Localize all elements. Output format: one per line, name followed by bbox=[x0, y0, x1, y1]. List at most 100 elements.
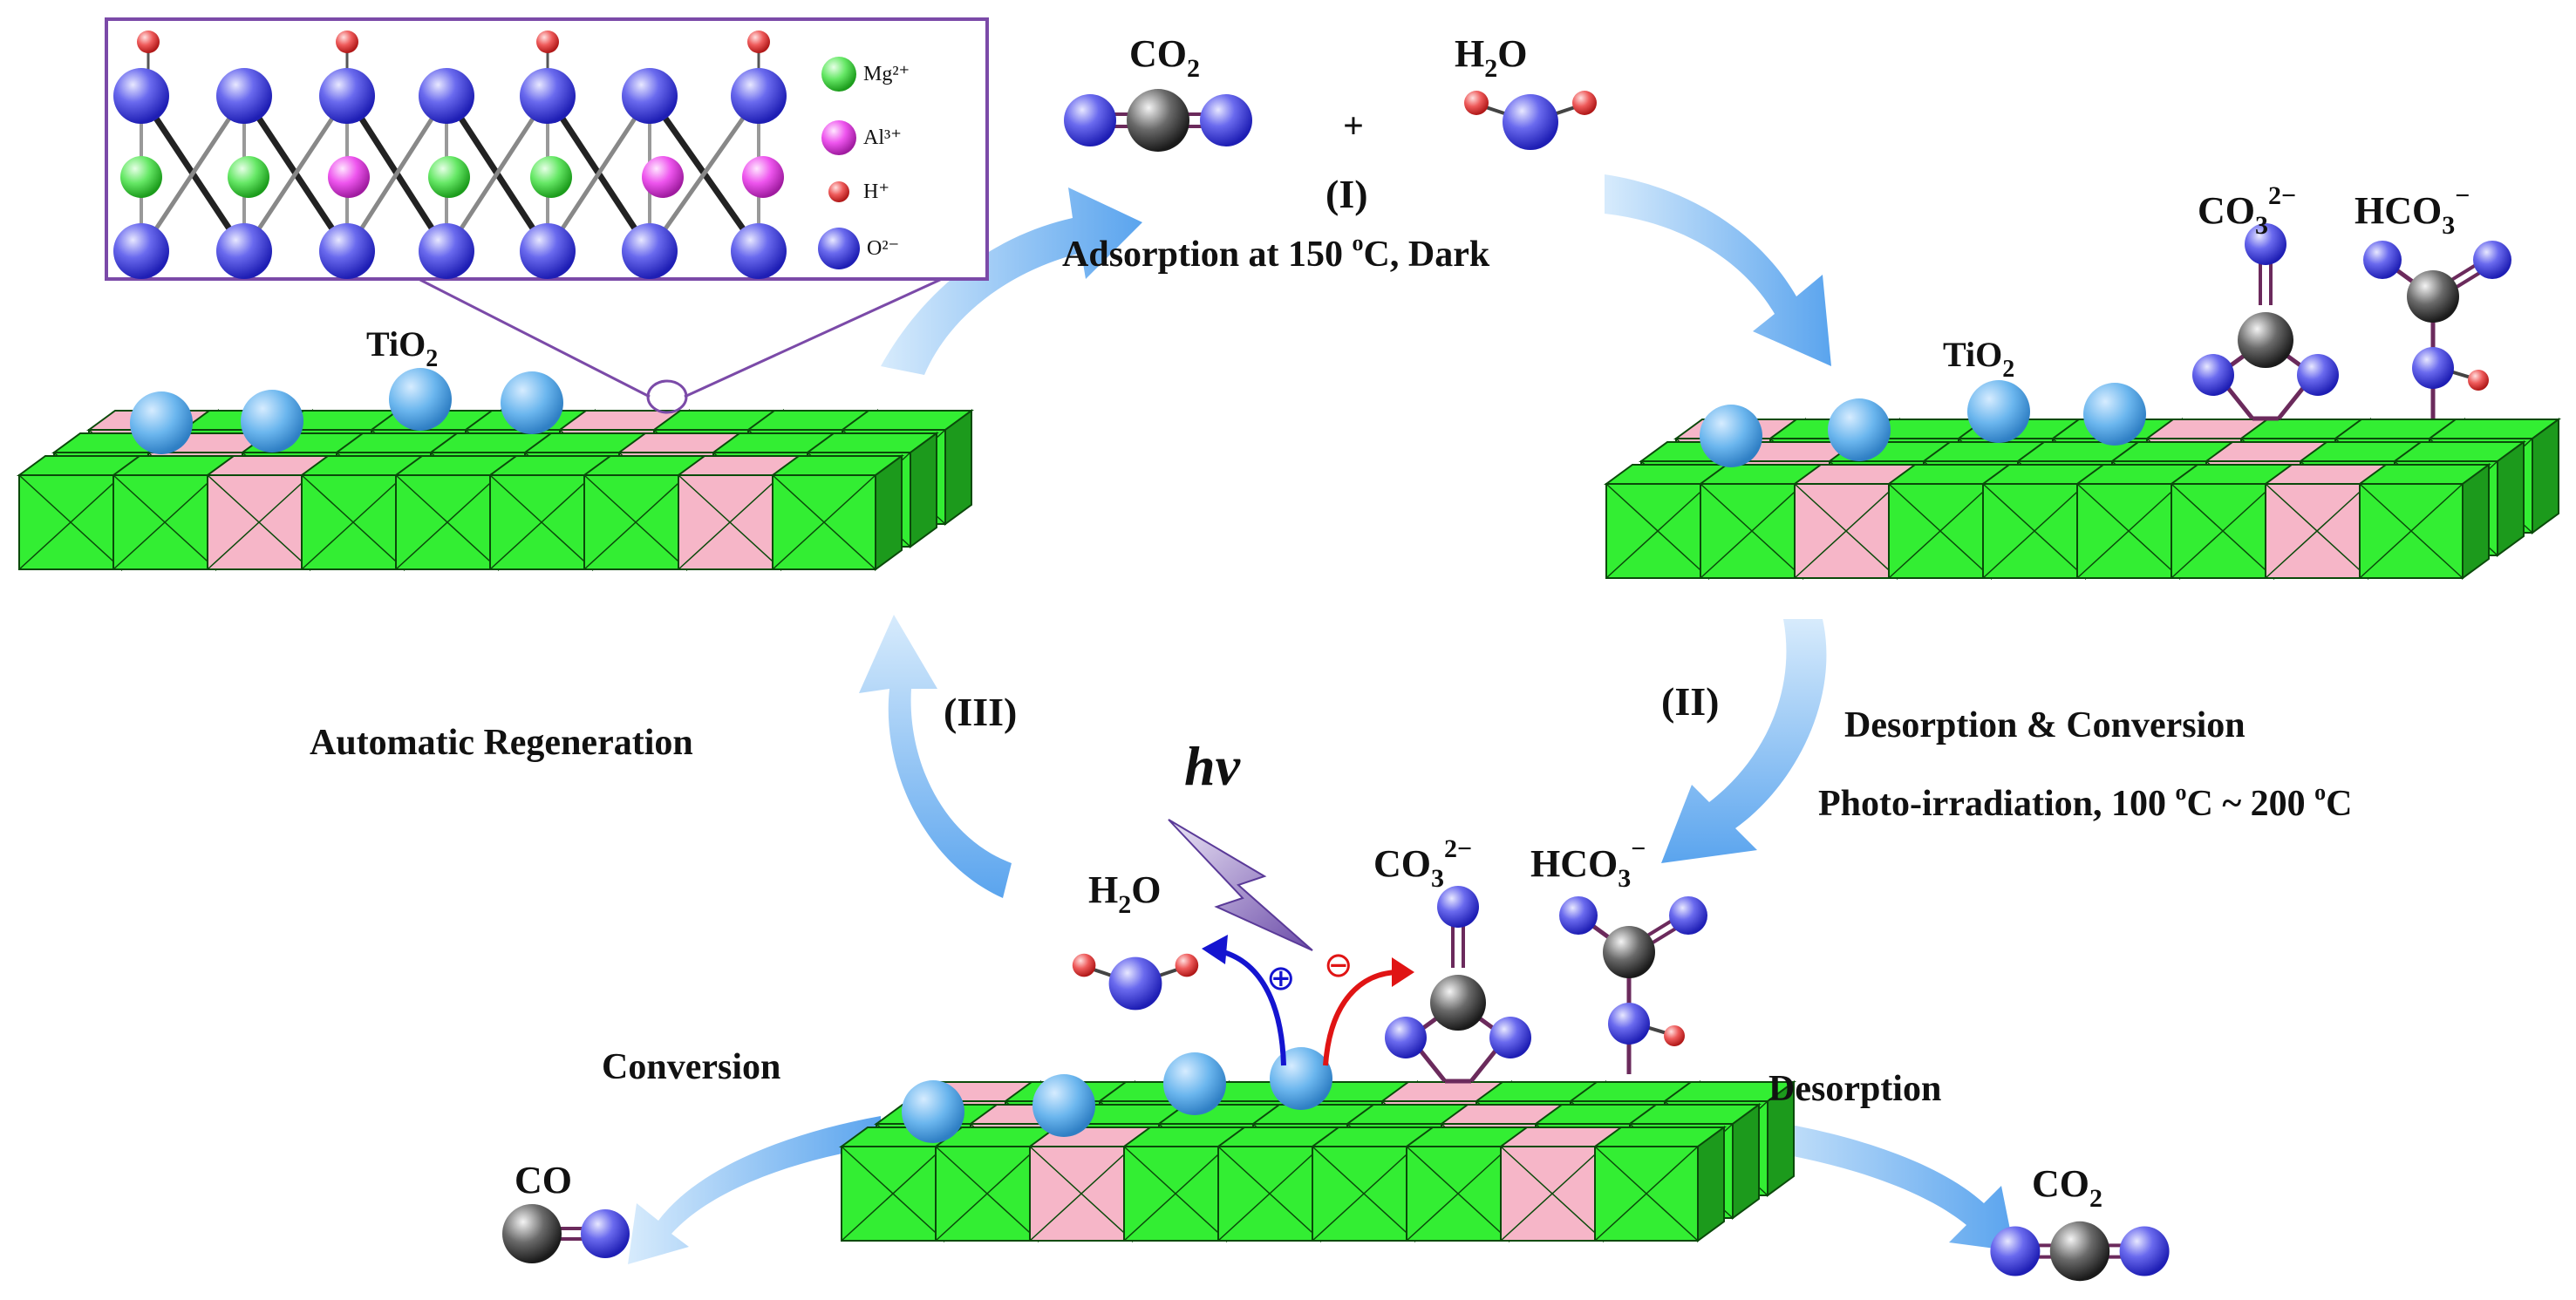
ldh-slab-top-right bbox=[1603, 418, 2562, 580]
bicarbonate-oxygen-atom bbox=[2363, 241, 2402, 279]
octahedron-side bbox=[1697, 1126, 1725, 1242]
legend-h-atom bbox=[828, 181, 849, 202]
lattice-h-atom bbox=[137, 31, 160, 53]
octahedron-edge bbox=[1406, 1146, 1510, 1242]
carbonate-oxygen-atom bbox=[1385, 1017, 1427, 1058]
tio2-label-top-left: TiO2 bbox=[366, 324, 438, 372]
tio2-particles bbox=[130, 368, 2146, 1143]
co3-label-bottom: CO32− bbox=[1373, 834, 1472, 893]
electron-transfer-arrowhead bbox=[1392, 957, 1414, 987]
tio2-particle bbox=[1700, 405, 1762, 467]
lattice-o-atom bbox=[216, 223, 272, 279]
arrow-step1-continue bbox=[1605, 174, 1831, 366]
octahedron-edge bbox=[841, 1146, 945, 1242]
co-label: CO bbox=[515, 1159, 572, 1201]
octahedron-edge bbox=[1700, 483, 1804, 579]
arrow-step2 bbox=[1661, 619, 1827, 863]
lattice-o-atom bbox=[622, 68, 678, 124]
legend-mg-atom bbox=[821, 57, 856, 92]
lattice-h-atom bbox=[336, 31, 358, 53]
bicarbonate-oxygen-atom bbox=[2473, 241, 2511, 279]
desorption-label: Desorption bbox=[1768, 1069, 1941, 1109]
bicarbonate-hydrogen-atom bbox=[2468, 370, 2489, 391]
inset-pointer-right bbox=[684, 277, 943, 398]
inset-pointer-left bbox=[418, 277, 651, 398]
conversion-label: Conversion bbox=[602, 1047, 780, 1087]
electron-charge-icon: ⊖ bbox=[1324, 945, 1353, 985]
octahedron-side bbox=[1767, 1080, 1795, 1197]
lattice-mg-atom bbox=[428, 156, 470, 198]
legend-o-label: O²⁻ bbox=[867, 237, 899, 260]
octahedron-side bbox=[2497, 440, 2525, 557]
lattice-o-atom bbox=[520, 223, 576, 279]
h2o-hydrogen-atom bbox=[1175, 953, 1199, 977]
octahedron-edge bbox=[112, 474, 217, 570]
octahedron-edge bbox=[1605, 483, 1710, 579]
h2o-hydrogen-atom bbox=[1464, 91, 1489, 115]
legend-h-label: H⁺ bbox=[863, 180, 889, 203]
electron-transfer-arrow bbox=[1323, 970, 1400, 1066]
hco3-label-top-right: HCO3− bbox=[2355, 181, 2470, 240]
bicarbonate-carbon-atom bbox=[1603, 926, 1655, 978]
h2o-label-top: H2O bbox=[1455, 32, 1527, 83]
octahedron-side bbox=[1732, 1103, 1760, 1220]
plus-sign: + bbox=[1343, 106, 1364, 146]
octahedron-side bbox=[2532, 418, 2559, 534]
lattice-bond bbox=[647, 94, 761, 253]
co2-oxygen-atom bbox=[2119, 1226, 2170, 1276]
bicarbonate-carbon-atom bbox=[2407, 270, 2459, 323]
lattice-o-atom bbox=[520, 68, 576, 124]
step1-number: (I) bbox=[1325, 172, 1368, 216]
octahedron-edge bbox=[1217, 1146, 1322, 1242]
lattice-mg-atom bbox=[228, 156, 269, 198]
lattice-o-atom bbox=[319, 68, 375, 124]
carbonate-carbon-atom bbox=[2238, 312, 2293, 368]
lattice-o-atom bbox=[731, 223, 787, 279]
octahedron-edge bbox=[207, 474, 311, 570]
bicarbonate-oxygen-atom bbox=[1608, 1003, 1650, 1045]
arrow-desorption bbox=[1735, 1116, 2014, 1251]
hole-transfer-arrow bbox=[1216, 948, 1286, 1066]
tio2-particle bbox=[241, 390, 303, 453]
tio2-particle bbox=[501, 371, 563, 434]
tio2-particle bbox=[1032, 1074, 1095, 1137]
lattice-o-atom bbox=[622, 223, 678, 279]
lattice-bond bbox=[344, 94, 449, 253]
octahedron-side bbox=[875, 454, 903, 571]
lattice-bond bbox=[444, 94, 550, 253]
co-carbon-atom bbox=[502, 1204, 562, 1263]
carbonate-oxygen-atom bbox=[2245, 223, 2286, 265]
lattice-o-atom bbox=[216, 68, 272, 124]
hole-charge-icon: ⊕ bbox=[1266, 958, 1296, 998]
legend-mg-label: Mg²⁺ bbox=[863, 63, 910, 85]
lattice-al-atom bbox=[328, 156, 370, 198]
lattice-o-atom bbox=[319, 223, 375, 279]
lattice-h-atom bbox=[536, 31, 559, 53]
ldh-slab-top-left bbox=[16, 409, 975, 571]
lattice-al-atom bbox=[742, 156, 784, 198]
octahedron-edge bbox=[1312, 1146, 1416, 1242]
lattice-o-atom bbox=[113, 68, 169, 124]
legend-al-atom bbox=[821, 120, 856, 155]
octahedron-edge bbox=[772, 474, 876, 570]
tio2-label-top-right: TiO2 bbox=[1943, 335, 2014, 383]
tio2-particle bbox=[1163, 1052, 1226, 1115]
molecules bbox=[502, 89, 2511, 1282]
lattice-bond bbox=[545, 94, 652, 253]
hco3-label-bottom: HCO3− bbox=[1530, 834, 1646, 893]
tio2-particle bbox=[1270, 1047, 1332, 1110]
inset-legend: Mg²⁺ Al³⁺ H⁺ O²⁻ bbox=[818, 57, 910, 269]
carbonate-oxygen-atom bbox=[2297, 354, 2339, 396]
step2-number: (II) bbox=[1661, 679, 1719, 724]
octahedron-edge bbox=[1029, 1146, 1134, 1242]
step1-description: Adsorption at 150 oC, Dark bbox=[1062, 230, 1490, 275]
h2o-hydrogen-atom bbox=[1072, 953, 1096, 977]
octahedron-edge bbox=[1982, 483, 2087, 579]
lattice-bond bbox=[242, 94, 350, 253]
octahedron-edge bbox=[489, 474, 594, 570]
co3-label-top-right: CO32− bbox=[2198, 181, 2296, 240]
octahedron-edge bbox=[2076, 483, 2181, 579]
tio2-particle bbox=[902, 1080, 964, 1143]
lattice-al-atom bbox=[642, 156, 684, 198]
